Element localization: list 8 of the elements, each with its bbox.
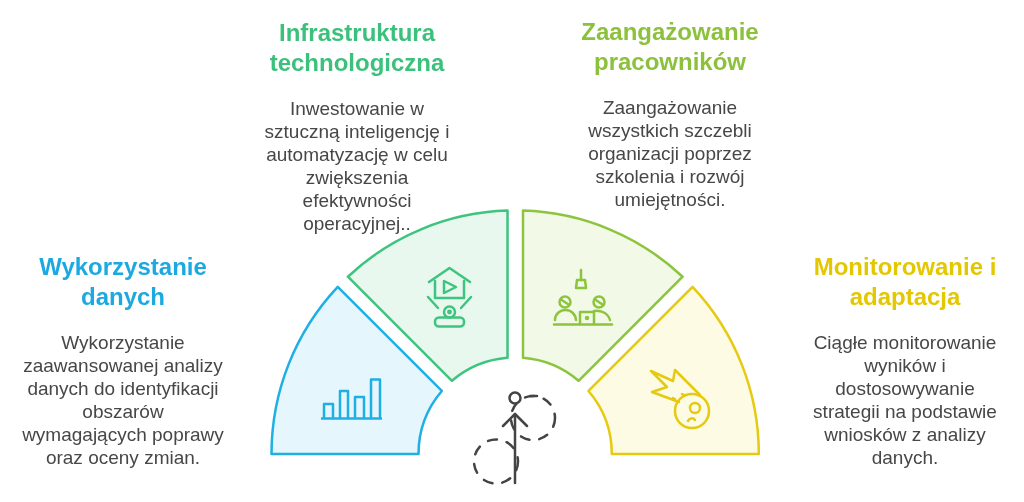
segment-title: Zaangażowanie pracowników xyxy=(580,17,760,77)
segment-title: Monitorowanie i adaptacja xyxy=(812,252,998,312)
segment-title: Wykorzystanie danych xyxy=(38,252,208,312)
segment-description: Inwestowanie w sztuczną inteligencję i automatyzację w celu zwiększenia efektywności operacyjnej.. xyxy=(263,97,451,235)
segment-description: Ciągłe monitorowanie wyników i dostosowywanie strategii na podstawie wniosków z analizy danych. xyxy=(812,331,998,469)
segment-description: Wykorzystanie zaawansowanej analizy danych do identyfikacji obszarów wymagających poprawy oraz oceny zmian. xyxy=(21,331,225,469)
segment-description: Zaangażowanie wszystkich szczebli organizacji poprzez szkolenia i rozwój umiejętności. xyxy=(587,96,753,211)
segment-title: Infrastruktura technologiczna xyxy=(268,18,446,78)
